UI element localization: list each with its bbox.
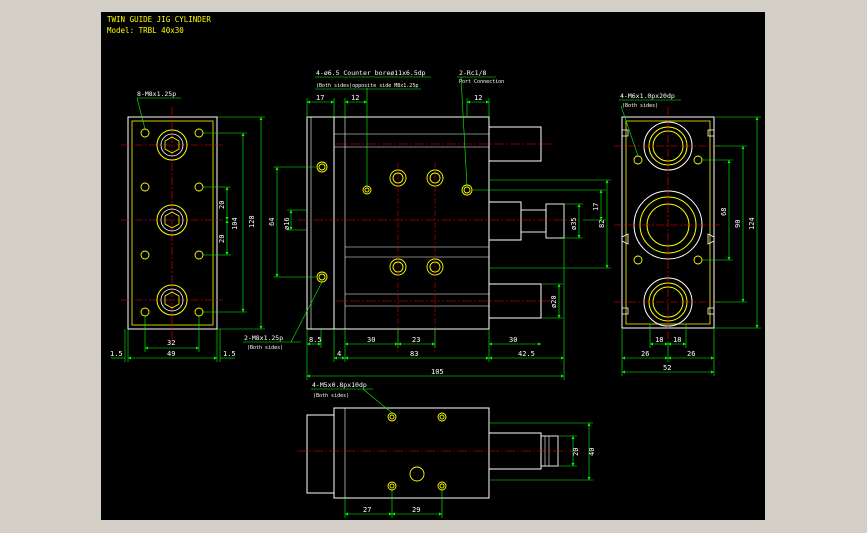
top-dim-29: 29 bbox=[412, 506, 420, 514]
side-body bbox=[333, 116, 490, 330]
side-counterbore-leader: 4-ø6.5 Counter boreø11x6.5dp bbox=[316, 69, 426, 77]
rear-dim-68: 68 bbox=[720, 208, 728, 216]
top-end-plate bbox=[306, 414, 335, 494]
side-port-leader: 2-Rc1/8 bbox=[459, 69, 486, 77]
rear-dim-26a: 26 bbox=[641, 350, 649, 358]
top-dim-20: 20 bbox=[572, 448, 580, 456]
front-dim-104: 104 bbox=[231, 217, 239, 230]
front-dim-32: 32 bbox=[167, 339, 175, 347]
front-dim-49: 49 bbox=[167, 350, 175, 358]
side-dim-35: ø35 bbox=[570, 217, 578, 230]
top-dim-27: 27 bbox=[363, 506, 371, 514]
drawing-canvas: TWIN GUIDE JIG CYLINDER Model: TRBL 40x3… bbox=[101, 12, 765, 520]
side-bottom-leader: 2-M8x1.25p bbox=[244, 334, 283, 342]
top-leader: 4-M5x0.8px10dp bbox=[312, 381, 367, 389]
side-dim-83: 83 bbox=[410, 350, 418, 358]
side-dim-20: ø20 bbox=[550, 295, 558, 308]
front-body-outline bbox=[127, 116, 218, 330]
top-leader-sub: (Both sides) bbox=[313, 393, 349, 399]
cad-drawing: TWIN GUIDE JIG CYLINDER Model: TRBL 40x3… bbox=[107, 15, 761, 518]
side-dim-42-5: 42.5 bbox=[518, 350, 535, 358]
side-dim-8-5: 8.5 bbox=[309, 336, 322, 344]
rear-dim-124: 124 bbox=[748, 217, 756, 230]
front-bore-center bbox=[156, 204, 188, 236]
side-dim-64: 64 bbox=[268, 218, 276, 226]
side-dim-30b: 30 bbox=[509, 336, 517, 344]
drawing-title: TWIN GUIDE JIG CYLINDER bbox=[107, 15, 211, 24]
side-guide-rod-bottom bbox=[488, 283, 542, 319]
rear-view: 4-M6x1.0px20dp (Both sides) 68 90 124 bbox=[614, 92, 761, 376]
rear-leader-sub: (Both sides) bbox=[622, 103, 658, 109]
side-dim-105: 105 bbox=[431, 368, 444, 376]
side-dim-12a: 12 bbox=[351, 94, 359, 102]
rear-dim-52: 52 bbox=[663, 364, 671, 372]
side-piston-rod bbox=[488, 201, 522, 241]
front-holes-leader: 8-M8x1.25p bbox=[137, 90, 176, 98]
front-dim-20b: 20 bbox=[218, 235, 226, 243]
side-view: 4-ø6.5 Counter boreø11x6.5dp (Both sides… bbox=[243, 69, 611, 380]
side-guide-rod-top bbox=[488, 126, 542, 162]
front-body-inner bbox=[131, 120, 214, 326]
front-dim-120: 120 bbox=[248, 215, 256, 228]
drawing-model: Model: TRBL 40x30 bbox=[107, 26, 184, 35]
front-dim-20a: 20 bbox=[218, 201, 226, 209]
top-view: 4-M5x0.8px10dp (Both sides) 20 40 27 29 bbox=[297, 381, 596, 518]
front-view: 8-M8x1.25p 120 104 20 20 bbox=[110, 90, 265, 362]
side-dim-82: 82 bbox=[598, 220, 606, 228]
rear-dim-18b: 18 bbox=[673, 336, 681, 344]
side-dim-4: 4 bbox=[337, 350, 341, 358]
top-dim-40: 40 bbox=[588, 448, 596, 456]
side-port-sub: Port Connection bbox=[459, 79, 504, 85]
side-dim-23: 23 bbox=[412, 336, 420, 344]
side-opposite-leader: (Both sides)opposite side M8x1.25p bbox=[316, 83, 418, 89]
front-bore-bottom bbox=[156, 284, 188, 316]
front-dim-1-5a: 1.5 bbox=[110, 350, 123, 358]
side-dim-16: ø16 bbox=[283, 217, 291, 230]
side-holes bbox=[316, 161, 473, 283]
rear-dim-18a: 18 bbox=[655, 336, 663, 344]
rear-leader: 4-M6x1.0px20dp bbox=[620, 92, 675, 100]
side-bottom-sub: (Both sides) bbox=[247, 345, 283, 351]
side-dim-30a: 30 bbox=[367, 336, 375, 344]
front-dim-1-5b: 1.5 bbox=[223, 350, 236, 358]
front-bore-top bbox=[156, 129, 188, 161]
top-body bbox=[333, 407, 490, 499]
rear-dim-26b: 26 bbox=[687, 350, 695, 358]
rear-dim-90: 90 bbox=[734, 220, 742, 228]
side-dim-17b: 17 bbox=[592, 203, 600, 211]
side-dim-17a: 17 bbox=[316, 94, 324, 102]
top-holes bbox=[387, 412, 447, 491]
side-dim-12b: 12 bbox=[474, 94, 482, 102]
